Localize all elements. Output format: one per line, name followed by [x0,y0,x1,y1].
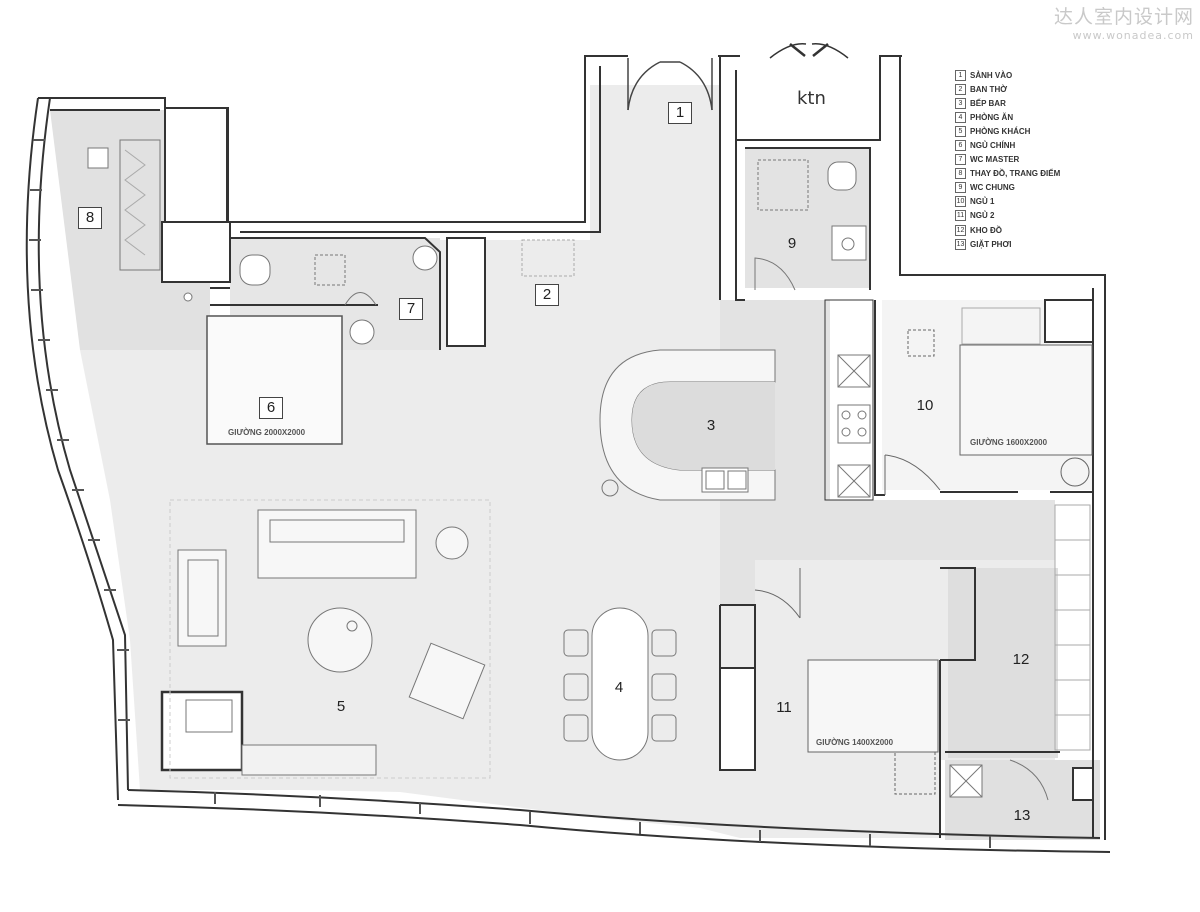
legend-num: 3 [955,97,966,109]
legend-item: 7 WC MASTER [955,153,1060,167]
legend-item: 10 NGỦ 1 [955,195,1060,209]
bed-master [206,315,343,445]
legend-label: PHÒNG ĂN [970,112,1014,122]
room-tag-13: 13 [1013,807,1031,824]
room-tag-10: 10 [916,397,934,414]
altar-outline [521,239,575,277]
dressing-zone [50,110,210,350]
room-tag-4: 4 [614,679,624,696]
room-tag-2: 2 [535,284,559,306]
ktn-label: ktn [797,88,826,109]
ktn-zone [740,60,875,138]
legend-num: 12 [955,224,966,236]
watermark-url: www.wonadea.com [1072,29,1194,42]
kitchen-counter [599,349,776,501]
bed2-zone [720,560,755,605]
legend-item: 5 PHÒNG KHÁCH [955,124,1060,138]
room-tag-9: 9 [787,235,797,252]
entrance-door [627,58,713,111]
storage-zone [948,568,1058,758]
legend-label: NGỦ 1 [970,197,995,207]
legend-label: BAN THỜ [970,84,1008,94]
wc-master-fixtures [239,245,438,345]
legend-label: SẢNH VÀO [970,70,1013,80]
legend-item: 9 WC CHUNG [955,181,1060,195]
legend-num: 1 [955,69,966,81]
legend-label: WC CHUNG [970,183,1015,193]
legend-num: 5 [955,125,966,137]
room-tag-7: 7 [399,298,423,320]
legend-num: 10 [955,196,966,208]
dressing-furniture [87,139,193,302]
storage-shelves [1054,504,1091,751]
living-furniture [160,499,491,779]
legend-label: THAY ĐỒ, TRANG ĐIỂM [970,169,1061,179]
watermark-text: 达人室内设计网 [1053,6,1194,28]
room-tag-3: 3 [706,417,716,434]
bed-label-bed1: GIƯỜNG 1600X2000 [970,438,1048,447]
legend-item: 12 KHO ĐỒ [955,223,1060,237]
facade-ticks [29,139,991,848]
dining-set [563,607,677,761]
legend-num: 8 [955,168,966,180]
legend-item: 2 BAN THỜ [955,82,1060,96]
laundry-fixtures [949,759,1049,801]
legend-item: 3 BẾP BAR [955,96,1060,110]
bed-label-master: GIƯỜNG 2000X2000 [228,428,306,437]
legend-num: 6 [955,140,966,152]
legend-label: GIẶT PHƠI [970,239,1012,249]
bed11-furniture [754,568,939,795]
bed10-furniture [884,307,1093,495]
room-tag-6: 6 [259,397,283,419]
interior-walls [161,107,1094,838]
room-tag-12: 12 [1012,651,1030,668]
legend-label: BẾP BAR [970,98,1006,108]
room-tag-8: 8 [78,207,102,229]
legend-item: 8 THAY ĐỒ, TRANG ĐIỂM [955,167,1060,181]
legend-label: WC MASTER [970,155,1020,165]
legend-item: 1 SẢNH VÀO [955,68,1060,82]
kitchen-appliances [837,354,871,498]
kitchen-zone [720,300,1055,560]
watermark: 达人室内设计网 www.wonadea.com [1054,2,1194,42]
room-tag-1: 1 [668,102,692,124]
wc9-fixtures [754,159,867,291]
laundry-zone [945,760,1100,840]
legend-num: 7 [955,154,966,166]
legend-num: 4 [955,111,966,123]
room-tag-11: 11 [776,699,792,716]
legend-label: NGỦ 2 [970,211,995,221]
ktn-door [769,43,849,59]
legend-label: KHO ĐỒ [970,225,1002,235]
legend-label: PHÒNG KHÁCH [970,126,1031,136]
legend-num: 11 [955,210,966,222]
legend-num: 2 [955,83,966,95]
legend-label: NGỦ CHÍNH [970,141,1016,151]
legend-item: 4 PHÒNG ĂN [955,110,1060,124]
legend-num: 13 [955,238,966,250]
legend-item: 13 GIẶT PHƠI [955,237,1060,251]
legend-item: 11 NGỦ 2 [955,209,1060,223]
room-tag-5: 5 [336,698,346,715]
bed-label-bed2: GIƯỜNG 1400X2000 [816,738,894,747]
legend-num: 9 [955,182,966,194]
legend-item: 6 NGỦ CHÍNH [955,138,1060,152]
